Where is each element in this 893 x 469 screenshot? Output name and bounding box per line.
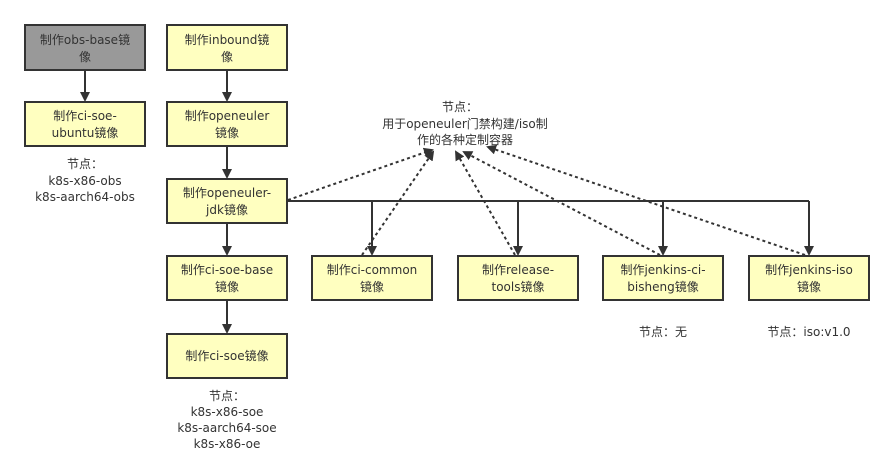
node-label: 制作openeuler- [183,186,271,200]
node-label: 制作ci-soe镜像 [185,348,268,363]
node-label: jdk镜像 [205,202,248,217]
node-jenkins-iso[interactable]: 制作jenkins-iso 镜像 [748,255,870,301]
dotted-edge-release-tools [455,150,516,256]
edges [80,70,814,334]
node-label: 制作ci-common [327,263,418,277]
note-iso: 节点：iso:v1.0 [767,325,850,339]
note-line: k8s-aarch64-obs [35,190,135,204]
dotted-edge-jenkins-iso [486,144,806,256]
node-ci-soe-ubuntu[interactable]: 制作ci-soe- ubuntu镜像 [24,101,146,147]
node-label: 像 [221,50,233,64]
dotted-edge-jdk [287,147,434,201]
note-soe: 节点： k8s-x86-soe k8s-aarch64-soe k8s-x86-… [177,389,276,451]
node-label: 像 [79,50,91,64]
note-custom: 节点： 用于openeuler门禁构建/iso制 作的各种定制容器 [382,100,548,147]
note-obs: 节点： k8s-x86-obs k8s-aarch64-obs [35,157,135,204]
node-label: 制作obs-base镜 [40,32,130,47]
node-obs-base[interactable]: 制作obs-base镜 像 [24,24,146,71]
note-line: 作的各种定制容器 [417,132,513,147]
dotted-edge-bisheng [462,151,661,256]
node-ci-soe[interactable]: 制作ci-soe镜像 [166,333,288,379]
node-label: 制作ci-soe-base [181,263,273,277]
node-openeuler[interactable]: 制作openeuler 镜像 [166,101,288,147]
node-label: 制作jenkins-ci- [620,263,705,277]
node-inbound[interactable]: 制作inbound镜 像 [166,24,288,71]
note-line: 节点：无 [639,325,687,339]
node-label: 制作ci-soe- [53,109,117,123]
node-jenkins-ci-bisheng[interactable]: 制作jenkins-ci- bisheng镜像 [602,255,724,301]
node-label: ubuntu镜像 [52,125,119,140]
node-label: 制作inbound镜 [185,32,270,47]
node-label: 镜像 [215,279,239,294]
node-ci-common[interactable]: 制作ci-common 镜像 [311,255,433,301]
note-line: 用于openeuler门禁构建/iso制 [382,116,548,131]
node-label: 镜像 [797,279,821,294]
node-label: 制作release- [482,263,554,277]
dotted-edge-ci-common [361,150,435,256]
node-openeuler-jdk[interactable]: 制作openeuler- jdk镜像 [166,178,288,224]
note-line: k8s-x86-oe [194,437,261,451]
node-label: 镜像 [360,279,384,294]
dotted-edges [287,144,806,256]
note-line: k8s-x86-soe [191,405,264,419]
note-line: 节点：iso:v1.0 [767,325,850,339]
note-line: 节点： [209,389,245,403]
node-label: 镜像 [215,125,239,140]
node-ci-soe-base[interactable]: 制作ci-soe-base 镜像 [166,255,288,301]
note-line: k8s-aarch64-soe [177,421,276,435]
note-bisheng: 节点：无 [639,325,687,339]
note-line: 节点： [67,157,103,171]
node-label: 制作openeuler [185,109,270,123]
node-label: tools镜像 [492,279,545,294]
note-line: k8s-x86-obs [48,174,121,188]
node-label: bisheng镜像 [627,279,698,294]
node-release-tools[interactable]: 制作release- tools镜像 [457,255,579,301]
node-label: 制作jenkins-iso [765,263,853,277]
note-line: 节点： [442,100,478,114]
